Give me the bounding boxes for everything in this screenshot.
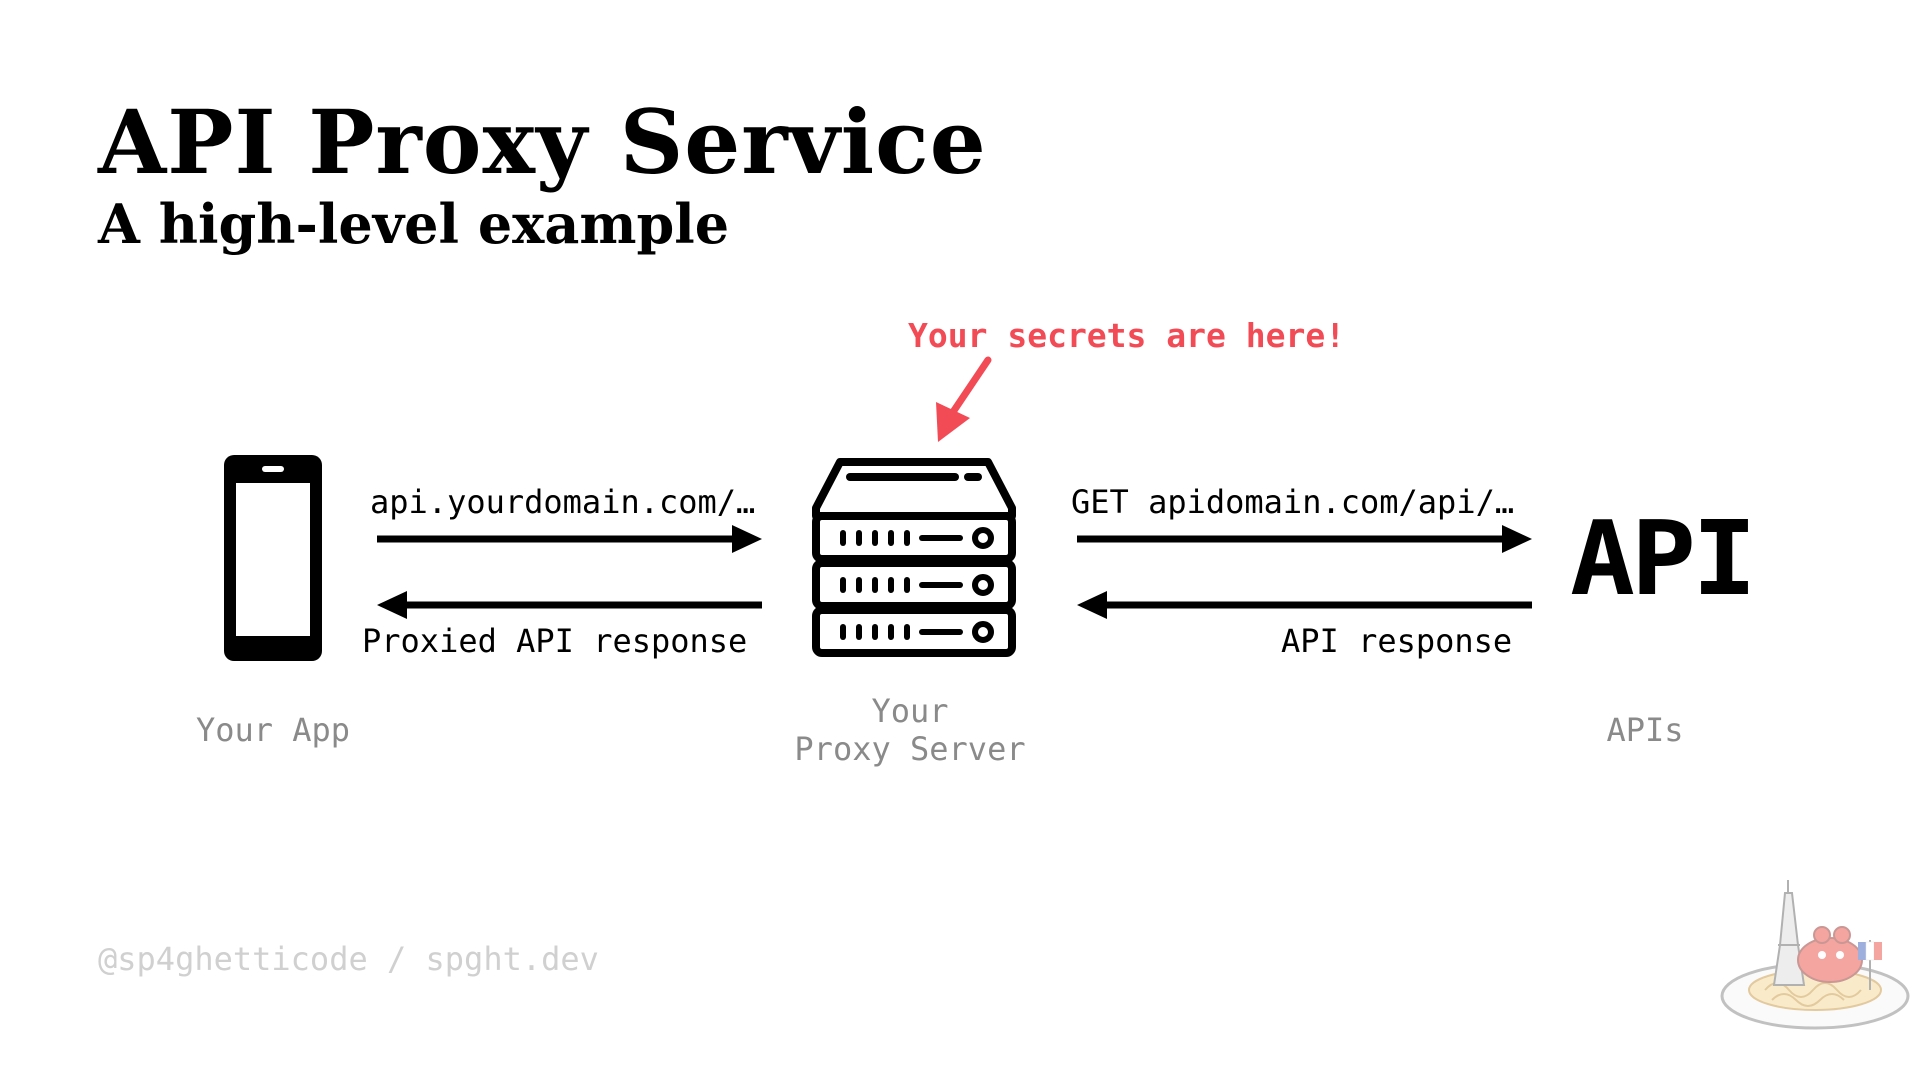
smartphone-icon	[224, 455, 322, 661]
arrow-proxy-to-api	[1077, 525, 1532, 553]
node-label-apis: APIs	[1606, 711, 1684, 749]
edge-label-proxy-to-app: Proxied API response	[362, 622, 748, 660]
slide-title: API Proxy Service	[98, 90, 987, 194]
api-icon: API	[1570, 500, 1757, 619]
callout-arrow	[936, 356, 992, 442]
server-icon	[812, 458, 1016, 657]
secrets-callout: Your secrets are here!	[908, 316, 1346, 355]
arrow-api-to-proxy	[1077, 591, 1532, 619]
node-label-proxy-server: Your Proxy Server	[760, 692, 1060, 768]
arrow-proxy-to-app	[377, 591, 762, 619]
edge-label-api-to-proxy: API response	[1281, 622, 1513, 660]
edge-label-app-to-proxy: api.yourdomain.com/…	[370, 483, 756, 521]
node-label-proxy-line1: Your	[871, 692, 949, 730]
server-rack-details	[840, 527, 994, 643]
footer-credit: @sp4ghetticode / spght.dev	[98, 940, 599, 978]
node-label-your-app: Your App	[195, 711, 351, 749]
slide-subtitle: A high-level example	[98, 192, 730, 256]
spaghetti-mascot-logo	[1720, 880, 1910, 1030]
arrow-app-to-proxy	[377, 525, 762, 553]
node-label-proxy-line2: Proxy Server	[794, 730, 1026, 768]
edge-label-proxy-to-api: GET apidomain.com/api/…	[1071, 483, 1515, 521]
